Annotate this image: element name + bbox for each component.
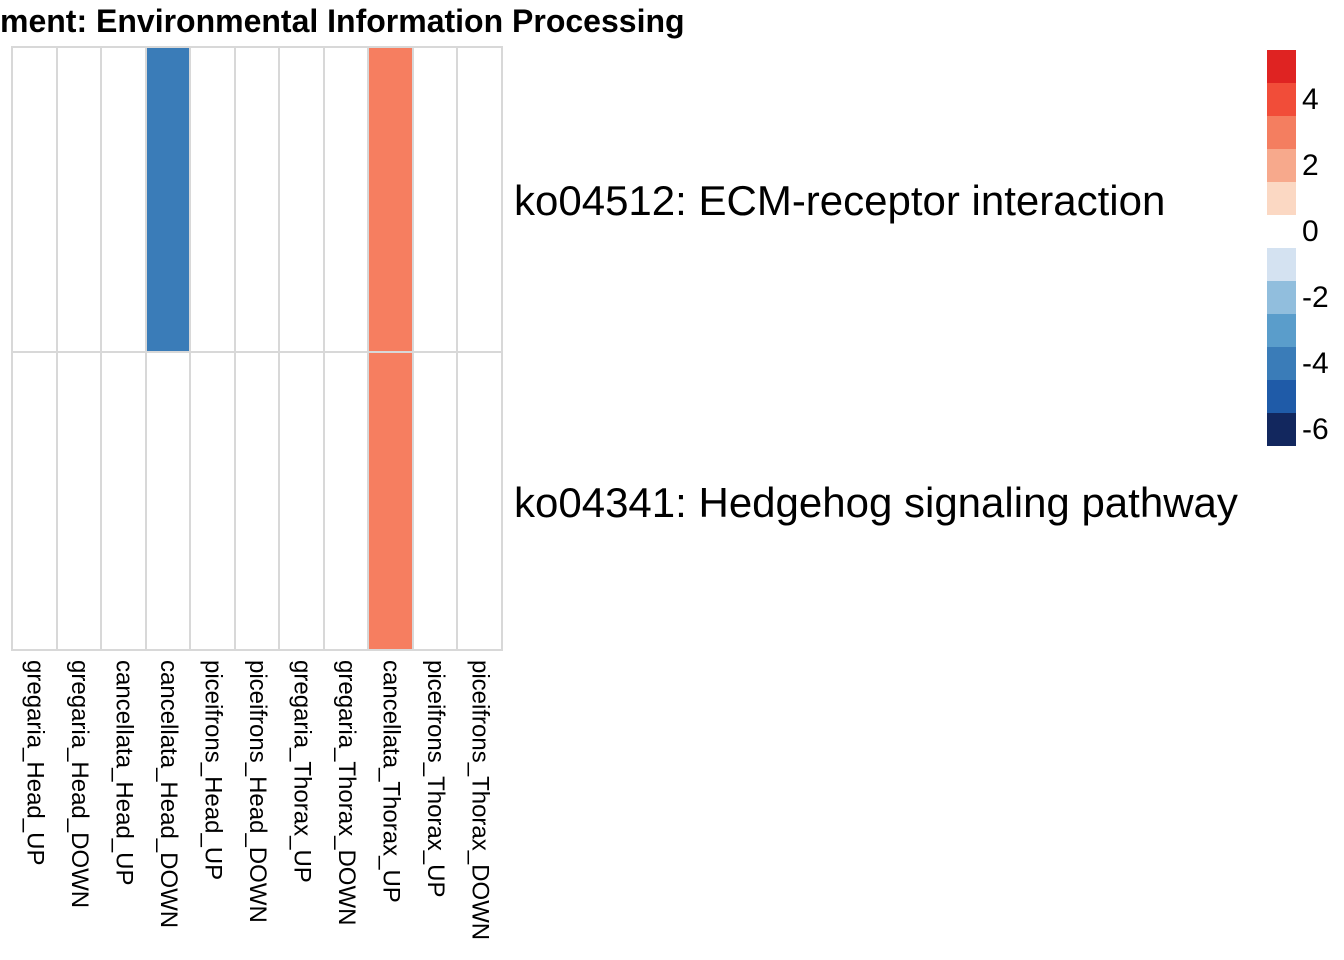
column-label: gregaria_Thorax_DOWN [333, 660, 361, 926]
legend-segment [1267, 347, 1296, 380]
heatmap-cell [280, 353, 323, 649]
legend-segment [1267, 215, 1296, 248]
row-label-ko04512: ko04512: ECM-receptor interaction [514, 177, 1166, 224]
column-label: piceifrons_Head_DOWN [243, 660, 271, 923]
legend-segment [1267, 149, 1296, 182]
legend-segment [1267, 314, 1296, 347]
heatmap-cell [13, 353, 56, 649]
column-label: piceifrons_Thorax_DOWN [466, 660, 494, 941]
heatmap-grid [11, 46, 503, 651]
legend-segment [1267, 281, 1296, 314]
heatmap-cell [57, 48, 101, 351]
heatmap-cell [235, 48, 279, 351]
heatmap-cell [13, 48, 56, 351]
legend-tick-label: 0 [1302, 214, 1319, 248]
heatmap-cell [324, 48, 368, 351]
legend-segment [1267, 182, 1296, 215]
heatmap-cell [458, 353, 501, 649]
legend-segment [1267, 413, 1296, 446]
heatmap-cell [191, 353, 234, 649]
heatmap-cell [146, 353, 190, 649]
heatmap-cell [235, 353, 279, 649]
legend-segment [1267, 83, 1296, 116]
column-label: gregaria_Thorax_UP [288, 660, 316, 883]
legend-segment [1267, 116, 1296, 149]
column-label: gregaria_Head_DOWN [65, 660, 93, 909]
legend-tick-label: -2 [1302, 280, 1329, 314]
column-label: cancellata_Head_UP [110, 660, 138, 886]
heatmap-cell [413, 48, 457, 351]
column-label: gregaria_Head_UP [21, 660, 49, 866]
legend-tick-label: -4 [1302, 346, 1329, 380]
column-label: cancellata_Thorax_UP [377, 660, 405, 903]
heatmap-cell [191, 48, 234, 351]
legend-tick-labels: 4 2 0 -2 -4 -6 [1302, 50, 1344, 470]
row-label-ko04341: ko04341: Hedgehog signaling pathway [514, 479, 1238, 526]
legend-colorbar [1267, 50, 1296, 446]
legend-tick-label: -6 [1302, 412, 1329, 446]
column-label: piceifrons_Thorax_UP [422, 660, 450, 898]
heatmap-cell [369, 353, 412, 649]
heatmap-cell [57, 353, 101, 649]
heatmap-cell [324, 353, 368, 649]
column-label: cancellata_Head_DOWN [154, 660, 182, 929]
legend-tick-label: 2 [1302, 148, 1319, 182]
heatmap-cell [146, 48, 190, 351]
heatmap-cell [369, 48, 412, 351]
legend-segment [1267, 248, 1296, 281]
legend-segment [1267, 50, 1296, 83]
heatmap-cell [458, 48, 501, 351]
heatmap-cell [102, 353, 145, 649]
heatmap-cell [102, 48, 145, 351]
heatmap-cell [280, 48, 323, 351]
column-labels: gregaria_Head_UP gregaria_Head_DOWN cancel… [11, 660, 503, 956]
chart-title: ment: Environmental Information Processi… [0, 3, 685, 39]
legend-tick-label: 4 [1302, 82, 1319, 116]
column-label: piceifrons_Head_UP [199, 660, 227, 881]
heatmap-cell [413, 353, 457, 649]
legend-segment [1267, 380, 1296, 413]
